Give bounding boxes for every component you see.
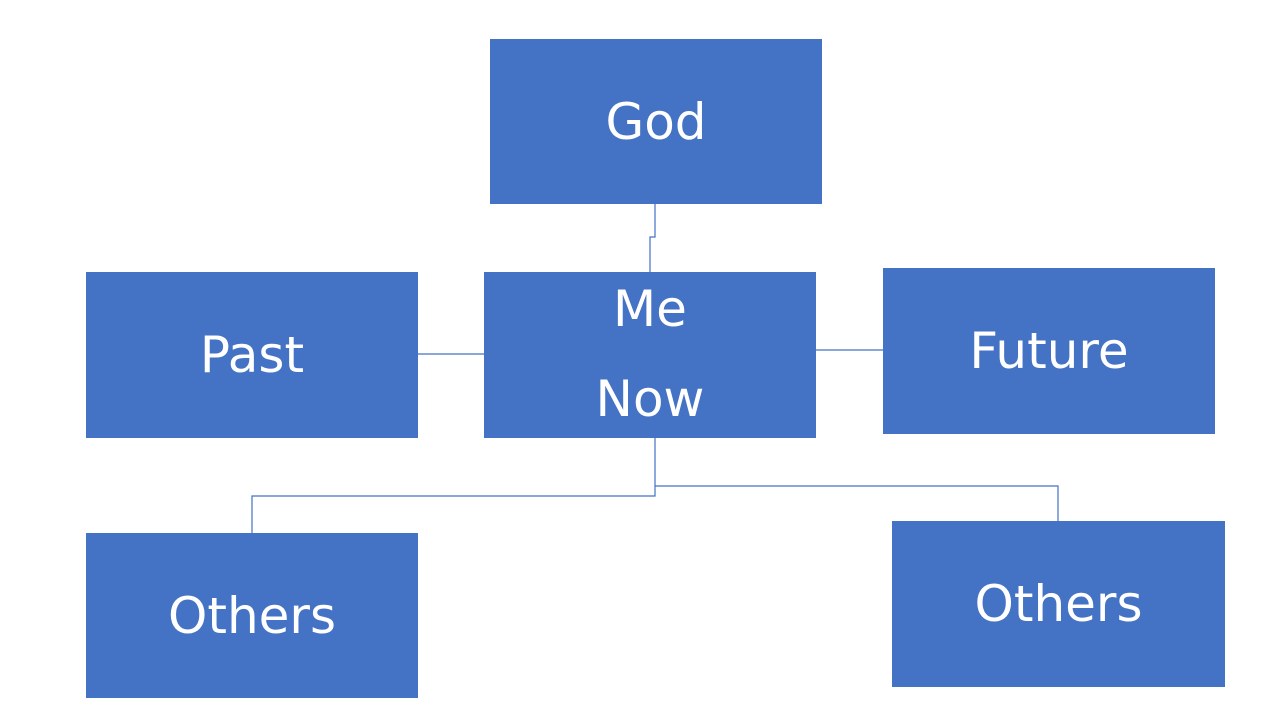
node-me-now: Me Now bbox=[484, 272, 816, 438]
node-future: Future bbox=[883, 268, 1215, 434]
connector-me-others-left bbox=[251, 438, 656, 533]
node-past-label: Past bbox=[199, 326, 305, 384]
connector-god-me bbox=[649, 204, 656, 272]
node-others-left: Others bbox=[86, 533, 418, 698]
node-others-right: Others bbox=[892, 521, 1225, 687]
node-me-label: Me bbox=[613, 280, 687, 338]
node-others-left-label: Others bbox=[167, 586, 337, 645]
node-god: God bbox=[490, 39, 822, 204]
node-now-label: Now bbox=[595, 370, 705, 428]
node-past: Past bbox=[86, 272, 418, 438]
node-future-label: Future bbox=[969, 322, 1129, 380]
connector-me-others-right bbox=[655, 485, 1059, 521]
node-god-label: God bbox=[605, 92, 707, 151]
node-others-right-label: Others bbox=[974, 575, 1143, 633]
